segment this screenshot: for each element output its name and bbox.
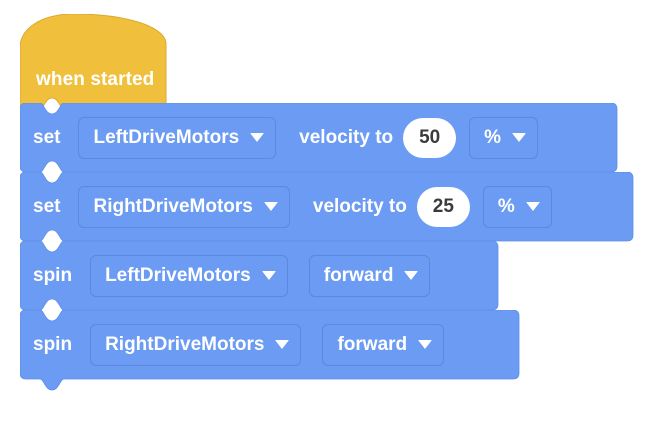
dropdown-value: % (484, 126, 502, 148)
motor-group-dropdown[interactable]: LeftDriveMotors (78, 116, 277, 159)
dropdown-value: % (497, 195, 515, 217)
chevron-down-icon (404, 271, 419, 280)
when-started-hat-block[interactable]: when started (20, 14, 184, 109)
velocity-value: 25 (432, 195, 454, 217)
block-content-row: spin LeftDriveMotors forward (20, 248, 431, 303)
dropdown-value: forward (323, 264, 394, 286)
block-keyword-set: set (33, 126, 61, 148)
chevron-down-icon (418, 340, 433, 349)
velocity-value: 50 (419, 126, 441, 148)
direction-dropdown[interactable]: forward (322, 323, 445, 366)
block-keyword-velocity-to: velocity to (312, 195, 407, 217)
dropdown-value: RightDriveMotors (93, 195, 253, 217)
block-content-row: set LeftDriveMotors velocity to 50 % (20, 110, 539, 165)
hat-block-shape (20, 14, 167, 109)
motor-group-dropdown[interactable]: RightDriveMotors (90, 323, 302, 366)
direction-dropdown[interactable]: forward (308, 254, 431, 297)
velocity-unit-dropdown[interactable]: % (482, 185, 552, 228)
chevron-down-icon (525, 202, 540, 211)
hat-block-label: when started (36, 69, 155, 90)
chevron-down-icon (275, 340, 290, 349)
chevron-down-icon (263, 202, 278, 211)
block-keyword-spin: spin (33, 264, 73, 286)
motor-group-dropdown[interactable]: RightDriveMotors (78, 185, 290, 228)
chevron-down-icon (261, 271, 276, 280)
dropdown-value: RightDriveMotors (105, 333, 265, 355)
dropdown-value: forward (337, 333, 408, 355)
velocity-value-field[interactable]: 50 (403, 117, 457, 158)
block-keyword-velocity-to: velocity to (299, 126, 394, 148)
block-keyword-set: set (33, 195, 61, 217)
velocity-value-field[interactable]: 25 (416, 186, 470, 227)
motor-group-dropdown[interactable]: LeftDriveMotors (90, 254, 288, 297)
chevron-down-icon (250, 133, 265, 142)
block-keyword-spin: spin (33, 333, 73, 355)
dropdown-value: LeftDriveMotors (93, 126, 240, 148)
dropdown-value: LeftDriveMotors (105, 264, 251, 286)
block-content-row: spin RightDriveMotors forward (20, 317, 445, 372)
block-content-row: set RightDriveMotors velocity to 25 % (20, 179, 552, 234)
chevron-down-icon (512, 133, 527, 142)
velocity-unit-dropdown[interactable]: % (469, 116, 539, 159)
